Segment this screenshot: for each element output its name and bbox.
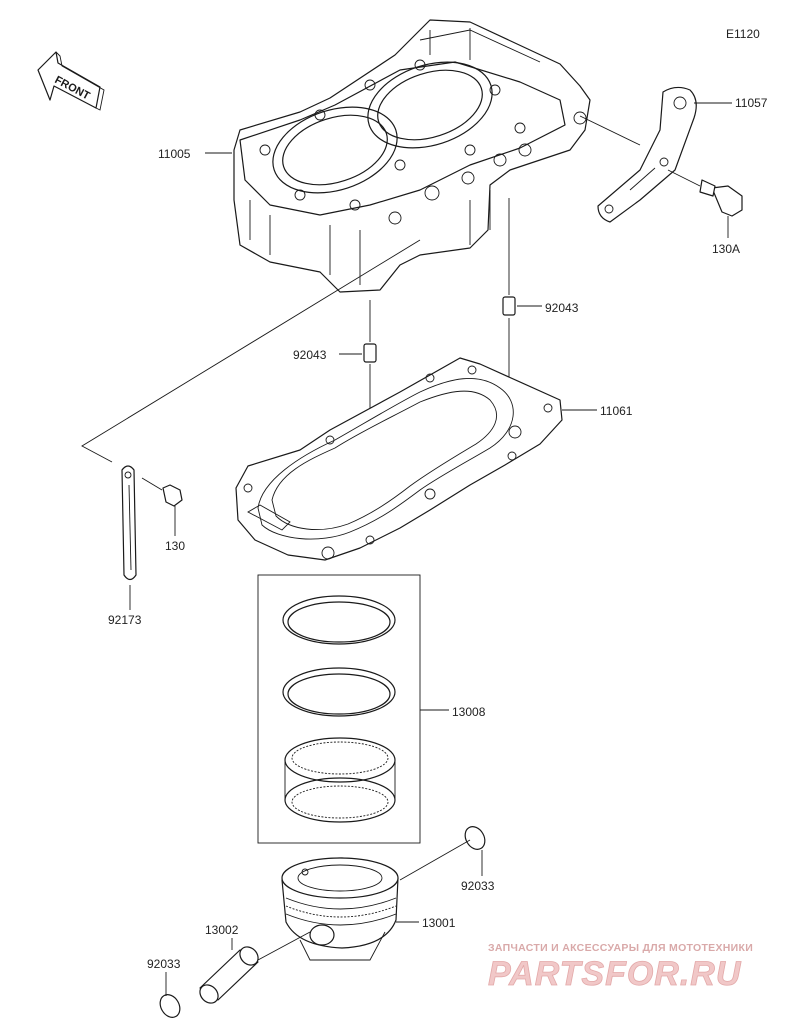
watermark-tagline: ЗАПЧАСТИ И АКСЕССУАРЫ ДЛЯ МОТОТЕХНИКИ (488, 942, 753, 954)
watermark-brand: PARTSFOR.RU (488, 955, 742, 993)
part-label-11057: 11057 (735, 96, 768, 110)
part-label-92033-right: 92033 (461, 879, 495, 893)
part-label-130a: 130A (712, 242, 740, 256)
part-label-13008: 13008 (452, 705, 486, 719)
bolt-130 (141, 477, 183, 507)
part-label-130: 130 (165, 539, 185, 553)
chain-guide (121, 465, 137, 581)
diagram-code: E1120 (726, 27, 760, 41)
part-label-92043-left: 92043 (293, 348, 327, 362)
part-label-13002: 13002 (205, 923, 239, 937)
piston-pin (199, 931, 311, 1004)
dowel-pin-left (363, 300, 377, 540)
part-label-92043-right: 92043 (545, 301, 579, 315)
piston-ring-set (257, 574, 421, 844)
part-label-11005: 11005 (158, 147, 191, 161)
circlip-left (159, 994, 181, 1018)
part-label-11061: 11061 (600, 404, 633, 418)
piston (281, 857, 399, 961)
cylinder-block (233, 19, 591, 293)
head-gasket (235, 357, 563, 561)
part-label-92173: 92173 (108, 613, 142, 627)
bracket (597, 86, 697, 223)
part-label-92033-left: 92033 (147, 957, 181, 971)
bolt-130a (667, 169, 743, 217)
circlip-right (399, 826, 486, 881)
dowel-pin-right (502, 198, 516, 425)
front-arrow-icon: FRONT (37, 51, 105, 111)
part-label-13001: 13001 (422, 916, 456, 930)
